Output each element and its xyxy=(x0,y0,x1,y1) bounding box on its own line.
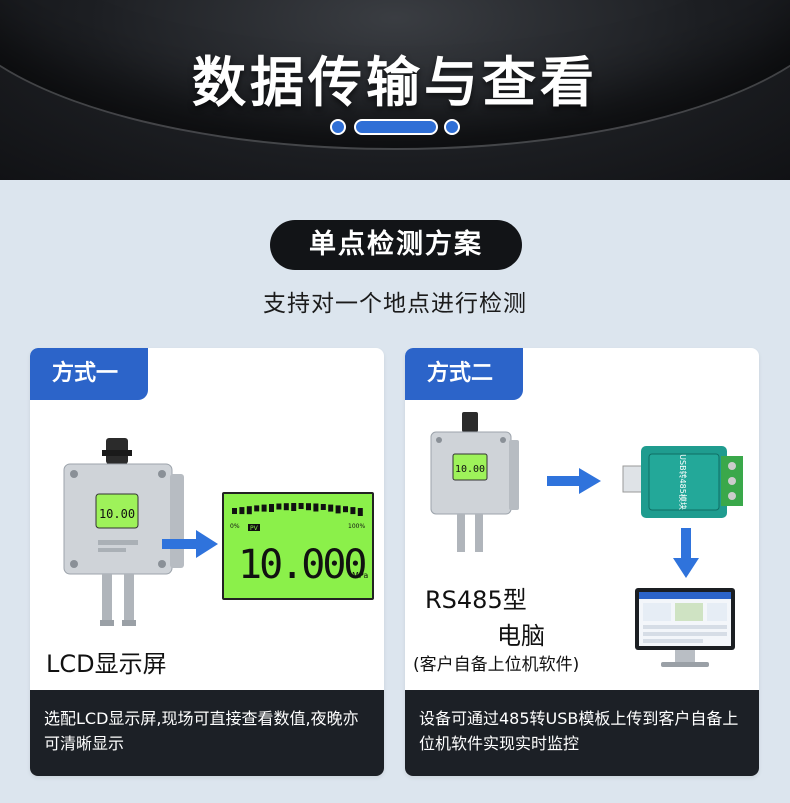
computer-monitor-image xyxy=(635,588,735,667)
option-tag: 方式二 xyxy=(405,348,523,400)
lcd-bar-segment xyxy=(313,503,319,512)
lcd-bar-segment xyxy=(232,508,237,514)
computer-caption: 电脑 xyxy=(497,622,545,650)
software-caption: (客户自备上位机软件) xyxy=(413,655,580,675)
lcd-bar-segment xyxy=(291,503,297,511)
lcd-scale-max: 100% xyxy=(348,523,365,530)
lcd-graphic: 0% 100% PV 10.000 MPa xyxy=(230,503,368,588)
pager-dot-left xyxy=(330,119,346,135)
pressure-transmitter-image: 10.00 xyxy=(430,412,519,552)
lcd-panel: 0% 100% PV 10.000 MPa xyxy=(222,492,374,600)
lcd-scale-min: 0% xyxy=(230,523,240,530)
rs485-caption: RS485型 xyxy=(425,586,527,614)
device-display-reading: 10.00 xyxy=(99,507,135,521)
lcd-bar-segment xyxy=(239,507,245,515)
lcd-pv-label: PV xyxy=(250,525,259,532)
lcd-bar-segment xyxy=(320,504,326,510)
lcd-bar-segment xyxy=(276,503,282,510)
lcd-bar-segment xyxy=(350,507,356,515)
pager-dot-active xyxy=(354,119,438,135)
device-display-reading: 10.00 xyxy=(455,464,485,475)
header-arc-decoration xyxy=(0,0,790,150)
option-description: 选配LCD显示屏,现场可直接查看数值,夜晚亦可清晰显示 xyxy=(30,690,384,776)
lcd-bar-segment xyxy=(261,504,267,512)
option-description: 设备可通过485转USB模板上传到客户自备上位机软件实现实时监控 xyxy=(405,690,759,776)
arrow-down-icon xyxy=(673,528,699,578)
option-card-lcd: 方式一 10.00 0% 100% PV 10.000 MPa xyxy=(30,348,384,776)
section-subtitle: 支持对一个地点进行检测 xyxy=(263,291,527,317)
page-title: 数据传输与查看 xyxy=(192,51,598,114)
section-title: 单点检测方案 xyxy=(270,220,522,270)
pager-indicator xyxy=(0,119,790,135)
lcd-caption: LCD显示屏 xyxy=(46,650,167,678)
option-card-rs485: 方式二 10.00 USB转485模块 xyxy=(405,348,759,776)
header-banner: 数据传输与查看 xyxy=(0,0,790,180)
lcd-bar-segment xyxy=(335,505,341,514)
lcd-bar-segment xyxy=(357,508,363,516)
lcd-bar-segment xyxy=(283,503,289,511)
pressure-transmitter-image: 10.00 xyxy=(63,438,184,626)
lcd-bar-segment xyxy=(269,504,274,512)
lcd-bar-segment xyxy=(343,506,348,513)
usb-485-module-image: USB转485模块 xyxy=(622,446,743,518)
lcd-reading: 10.000 xyxy=(238,542,365,588)
lcd-unit: MPa xyxy=(352,571,368,580)
option-tag: 方式一 xyxy=(30,348,148,400)
arrow-right-icon xyxy=(547,468,601,494)
module-label: USB转485模块 xyxy=(678,454,688,510)
lcd-bar-segment xyxy=(246,506,252,515)
lcd-bar-segment xyxy=(298,503,304,509)
lcd-bar-segment xyxy=(328,504,334,512)
arrow-right-icon xyxy=(162,530,218,558)
pager-dot-right xyxy=(444,119,460,135)
lcd-bar-segment xyxy=(306,503,311,511)
lcd-bar-segment xyxy=(254,505,260,512)
